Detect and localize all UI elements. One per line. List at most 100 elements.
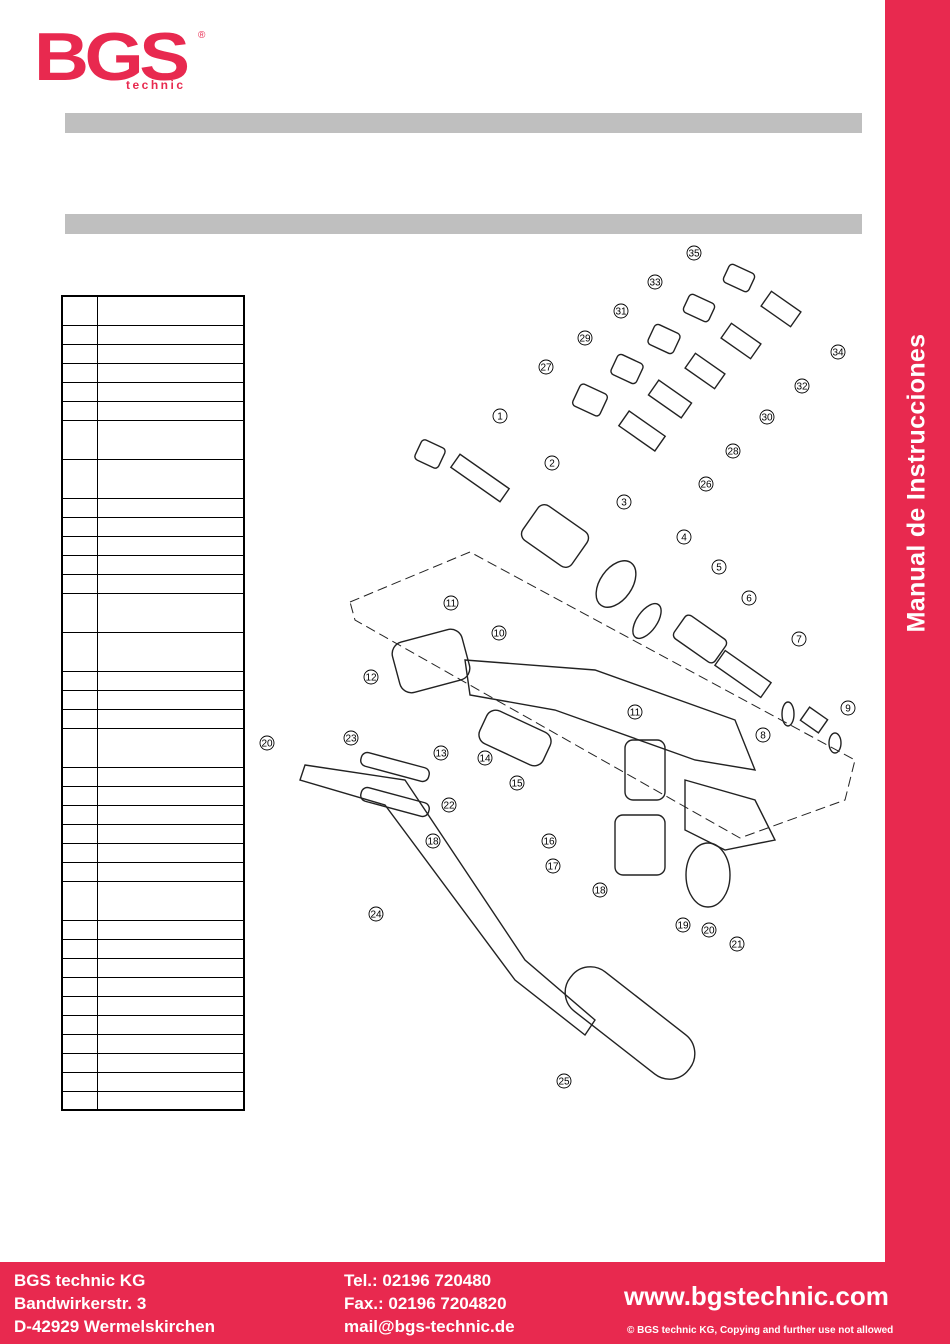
part-description-cell (97, 497, 245, 518)
table-row (61, 381, 245, 402)
part-description-cell (97, 1071, 245, 1092)
callout-circle (541, 833, 557, 849)
mandrel-set (571, 263, 802, 452)
footer-copyright: © BGS technic KG, Copying and further us… (627, 1325, 894, 1336)
part-description-cell (97, 861, 245, 882)
footer-tel: Tel.: 02196 720480 (344, 1271, 492, 1290)
tool-body (299, 628, 777, 1080)
part-number-cell (61, 535, 98, 556)
footer-city: D-42929 Wermelskirchen (14, 1317, 215, 1336)
callout-circle (840, 700, 856, 716)
part-number-cell (61, 995, 98, 1016)
callout-label: 25 (558, 1077, 570, 1088)
table-row (61, 1071, 245, 1092)
table-row (61, 1014, 245, 1035)
table-row (61, 631, 245, 672)
part-number-cell (61, 631, 98, 672)
footer-website-link[interactable]: www.bgstechnic.com (624, 1281, 889, 1311)
callout-circle (675, 917, 691, 933)
callout-circle (647, 274, 663, 290)
logo-brand: BGS (34, 19, 190, 95)
table-row (61, 785, 245, 806)
callout-circle (556, 1073, 572, 1089)
callout-label: 35 (688, 249, 700, 260)
part-number-cell (61, 785, 98, 806)
callout-label: 15 (511, 779, 523, 790)
part-description-cell (97, 995, 245, 1016)
callout-circle (545, 858, 561, 874)
table-row (61, 689, 245, 710)
part-description-cell (97, 938, 245, 959)
table-row (61, 708, 245, 729)
part-number-cell (61, 419, 98, 460)
part-description-cell (97, 976, 245, 997)
table-row (61, 362, 245, 383)
part-number-cell (61, 804, 98, 825)
brand-logo: BGS ® technic (34, 19, 205, 95)
part-description-cell (97, 458, 245, 499)
callout-label: 19 (677, 921, 689, 932)
part-description-cell (97, 381, 245, 402)
table-row (61, 842, 245, 863)
callout-circle (425, 833, 441, 849)
part-number-cell (61, 592, 98, 633)
part-description-cell (97, 592, 245, 633)
callout-circle (491, 625, 507, 641)
callout-circle (711, 559, 727, 575)
table-row (61, 419, 245, 460)
callout-label: 17 (547, 862, 559, 873)
part-number-cell (61, 554, 98, 575)
part-number-cell (61, 727, 98, 768)
callout-label: 32 (796, 382, 808, 393)
part-description-cell (97, 362, 245, 383)
callout-label: 22 (443, 801, 455, 812)
callout-label: 18 (594, 886, 606, 897)
part-number-cell (61, 938, 98, 959)
callout-label: 27 (540, 363, 552, 374)
callout-label: 29 (579, 334, 591, 345)
part-description-cell (97, 573, 245, 594)
callout-circle (729, 936, 745, 952)
part-description-cell (97, 631, 245, 672)
table-row (61, 670, 245, 691)
callout-circle (544, 455, 560, 471)
part-description-cell (97, 1052, 245, 1073)
footer-fax[interactable]: Fax.: 02196 7204820 (344, 1294, 507, 1313)
part-description-cell (97, 766, 245, 787)
callout-label: 28 (727, 447, 739, 458)
part-description-cell (97, 324, 245, 345)
callout-label: 26 (700, 480, 712, 491)
part-number-cell (61, 1014, 98, 1035)
part-number-cell (61, 1052, 98, 1073)
part-number-cell (61, 497, 98, 518)
table-row (61, 592, 245, 633)
section-bar-top (65, 113, 862, 133)
part-number-cell (61, 516, 98, 537)
callout-circle (794, 378, 810, 394)
part-number-cell (61, 766, 98, 787)
table-row (61, 919, 245, 940)
table-row (61, 458, 245, 499)
part-number-cell (61, 957, 98, 978)
callout-circle (259, 735, 275, 751)
footer-company: BGS technic KG (14, 1271, 146, 1290)
callout-label: 3 (621, 498, 627, 509)
table-row (61, 938, 245, 959)
part-description-cell (97, 823, 245, 844)
part-description-cell (97, 535, 245, 556)
callout-label: 2 (549, 459, 555, 470)
callout-label: 24 (370, 910, 382, 921)
callout-label: 18 (427, 837, 439, 848)
table-row (61, 976, 245, 997)
table-row (61, 880, 245, 921)
callout-label: 4 (681, 533, 687, 544)
callout-label: 21 (731, 940, 743, 951)
table-row (61, 1033, 245, 1054)
part-number-cell (61, 1090, 98, 1111)
footer-mail-link[interactable]: mail@bgs-technic.de (344, 1317, 515, 1336)
callout-label: 7 (796, 635, 802, 646)
callout-label: 12 (365, 673, 377, 684)
table-row (61, 343, 245, 364)
callout-circle (627, 704, 643, 720)
